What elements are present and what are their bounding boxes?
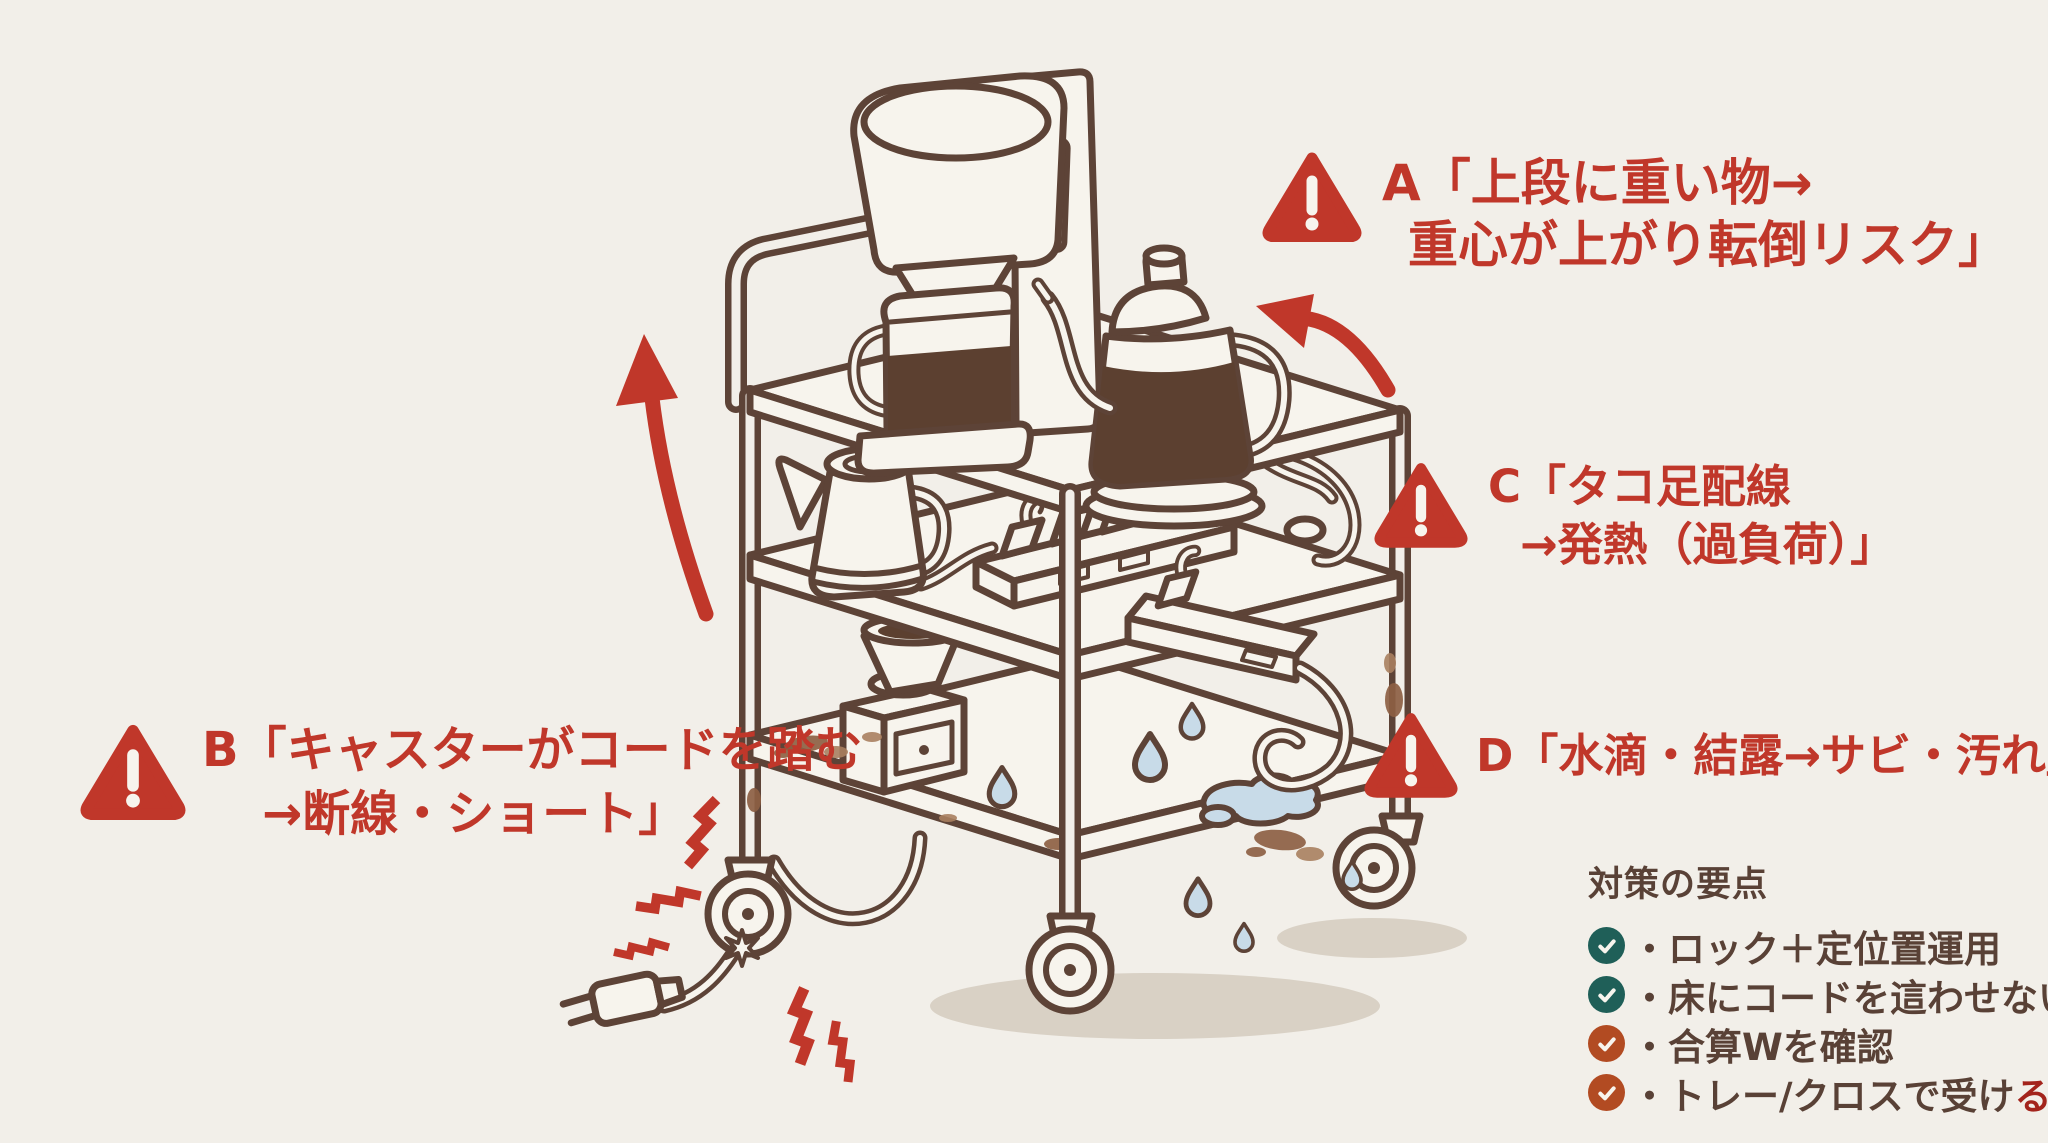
countermeasure-item: ・トレー/クロスで受ける bbox=[1588, 1066, 2048, 1120]
warning-label-c: C「タコ足配線 →発熱（過負荷）」 bbox=[1374, 460, 1895, 574]
check-icon bbox=[1588, 976, 1625, 1013]
caster-front bbox=[1025, 912, 1115, 1015]
warning-triangle-icon bbox=[1374, 463, 1468, 548]
countermeasures-title: 対策の要点 bbox=[1588, 865, 1769, 905]
caster-right bbox=[1332, 812, 1424, 910]
gooseneck-kettle bbox=[1031, 244, 1327, 545]
coffee-maker bbox=[847, 68, 1104, 477]
countermeasure-label: ・ロック＋定位置運用 bbox=[1631, 927, 2001, 971]
arrow-left-icon bbox=[616, 334, 714, 622]
arrow-right-icon bbox=[1256, 294, 1396, 398]
floor-shadow bbox=[930, 918, 1467, 1039]
warning-label-d: D「水滴・結露→サビ・汚れ」 bbox=[1364, 710, 2048, 802]
countermeasure-label: ・床にコードを這わせない bbox=[1631, 976, 2048, 1020]
warning-a-line1: A「上段に重い物→ bbox=[1382, 154, 1813, 212]
warning-c-line1: C「タコ足配線 bbox=[1488, 460, 1792, 513]
countermeasure-label-main: ・トレー/クロスで受け bbox=[1631, 1074, 2015, 1118]
warning-b-line1: B「キャスターがコードを踏む bbox=[202, 722, 863, 778]
check-icon bbox=[1588, 1074, 1625, 1111]
warning-b-line2: →断線・ショート」 bbox=[262, 786, 687, 842]
power-plug-icon bbox=[559, 970, 686, 1027]
secondary-power-strip bbox=[1124, 551, 1318, 684]
warning-triangle-icon bbox=[1262, 152, 1362, 242]
warning-label-b: B「キャスターがコードを踏む →断線・ショート」 bbox=[80, 722, 863, 846]
countermeasures-panel: 対策の要点 ・ロック＋定位置運用 ・床にコードを這わせない ・合算Wを確認 ・ト… bbox=[1588, 856, 2048, 1120]
caster-left bbox=[704, 856, 792, 958]
countermeasure-item: ・合算Wを確認 bbox=[1588, 1019, 2048, 1069]
warning-c-line2: →発熱（過負荷）」 bbox=[1520, 518, 1896, 571]
countermeasure-item: ・ロック＋定位置運用 bbox=[1588, 921, 2048, 971]
countermeasure-item: ・床にコードを這わせない bbox=[1588, 970, 2048, 1020]
countermeasure-label: ・合算Wを確認 bbox=[1631, 1025, 1894, 1069]
spark-burst-icon bbox=[724, 928, 760, 968]
dangling-cord bbox=[1252, 660, 1354, 793]
countermeasure-label: ・トレー/クロスで受ける bbox=[1631, 1066, 2048, 1120]
warning-triangle-icon bbox=[80, 724, 186, 820]
coffee-grinder bbox=[839, 684, 968, 796]
warning-d-line1: D「水滴・結露→サビ・汚れ」 bbox=[1476, 729, 2048, 782]
check-icon bbox=[1588, 1025, 1625, 1062]
warning-label-a: A「上段に重い物→ 重心が上がり転倒リスク」 bbox=[1262, 150, 2008, 276]
leg-brace bbox=[766, 830, 928, 927]
countermeasure-label-accent: る bbox=[2014, 1074, 2048, 1118]
warning-a-line2: 重心が上がり転倒リスク」 bbox=[1408, 216, 2008, 274]
check-icon bbox=[1588, 927, 1625, 964]
warning-triangle-icon bbox=[1364, 713, 1458, 798]
